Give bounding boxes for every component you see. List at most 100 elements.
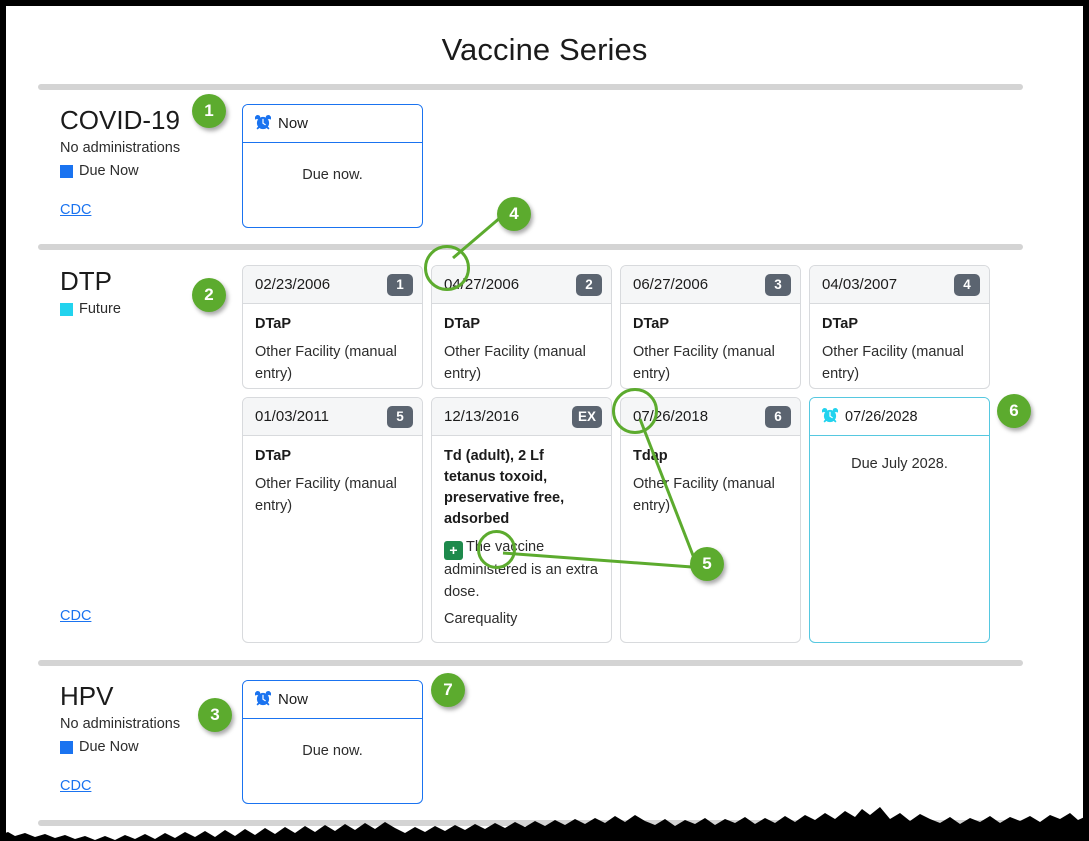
vaccine-name: DTaP	[822, 316, 858, 332]
series-legend: Due Now	[60, 737, 242, 759]
vaccine-name: DTaP	[255, 316, 291, 332]
card-head-label: Now	[278, 691, 309, 708]
series-row-dtp: DTP Future CDC 02/23/2006 1 DTaP Other F…	[6, 250, 1083, 643]
administration-card[interactable]: 04/27/2006 2 DTaP Other Facility (manual…	[431, 265, 612, 389]
legend-swatch-future	[60, 303, 73, 317]
card-body: DTaP Other Facility (manual entry)	[432, 304, 611, 388]
legend-label: Due Now	[79, 162, 139, 179]
card-date: 02/23/2006	[255, 276, 331, 293]
legend-swatch-due-now	[60, 741, 73, 755]
cdc-link[interactable]: CDC	[60, 607, 92, 624]
series-name: COVID-19	[60, 105, 180, 135]
administration-card-extra-dose[interactable]: 12/13/2016 EX Td (adult), 2 Lf tetanus t…	[431, 397, 612, 643]
card-date: 12/13/2016	[444, 408, 520, 425]
administration-card[interactable]: 04/03/2007 4 DTaP Other Facility (manual…	[809, 265, 990, 389]
card-body: DTaP Other Facility (manual entry)	[243, 304, 422, 388]
extra-dose-note-text: The vaccine administered is an extra dos…	[444, 539, 598, 600]
card-header: 07/26/2028	[810, 398, 989, 436]
card-body: Due July 2028.	[810, 436, 989, 642]
cdc-link[interactable]: CDC	[60, 778, 92, 795]
vaccine-facility: Other Facility (manual entry)	[633, 476, 775, 514]
card-header: 02/23/2006 1	[243, 266, 422, 304]
vaccine-name: DTaP	[633, 316, 669, 332]
series-info-hpv: HPV No administrations Due Now CDC	[6, 680, 242, 795]
card-head-label: 07/26/2028	[845, 408, 918, 425]
card-header-left: Now	[254, 114, 309, 134]
alarm-clock-icon	[821, 407, 839, 427]
section-divider-covid19	[38, 244, 1023, 250]
due-text: Due July 2028.	[851, 456, 948, 472]
card-body: Due now.	[243, 719, 422, 803]
series-legend: Future	[60, 299, 242, 321]
card-header: 07/26/2018 6	[621, 398, 800, 436]
series-info-covid19: COVID-19 No administrations Due Now CDC	[6, 104, 242, 219]
series-info-dtp: DTP Future CDC	[6, 265, 242, 625]
series-row-partial	[6, 826, 1083, 841]
card-body: DTaP Other Facility (manual entry)	[243, 436, 422, 642]
legend-label: Due Now	[79, 738, 139, 755]
administration-card[interactable]: 07/26/2018 6 Tdap Other Facility (manual…	[620, 397, 801, 643]
series-name: HPV	[60, 681, 114, 711]
dose-number-badge: 6	[765, 405, 791, 428]
card-date: 04/27/2006	[444, 276, 520, 293]
card-date: 01/03/2011	[255, 408, 329, 425]
card-head-label: Now	[278, 115, 309, 132]
section-divider-top	[38, 84, 1023, 90]
dose-number-badge: 2	[576, 273, 602, 296]
vaccine-facility: Other Facility (manual entry)	[255, 476, 397, 514]
card-body: DTaP Other Facility (manual entry)	[810, 304, 989, 388]
administration-card[interactable]: 02/23/2006 1 DTaP Other Facility (manual…	[242, 265, 423, 389]
due-now-card[interactable]: Now Due now.	[242, 104, 423, 228]
section-divider-dtp	[38, 660, 1023, 666]
series-name: DTP	[60, 266, 112, 296]
card-body: Tdap Other Facility (manual entry)	[621, 436, 800, 642]
alarm-clock-icon	[254, 114, 272, 134]
vaccine-name: Td (adult), 2 Lf tetanus toxoid, preserv…	[444, 448, 565, 528]
cdc-link[interactable]: CDC	[60, 202, 92, 219]
plus-icon: +	[444, 541, 463, 561]
administration-card[interactable]: 01/03/2011 5 DTaP Other Facility (manual…	[242, 397, 423, 643]
card-grid-hpv: Now Due now.	[242, 680, 1083, 804]
dose-number-badge: 5	[387, 405, 413, 428]
extra-dose-badge: EX	[571, 405, 602, 428]
card-grid-covid19: Now Due now.	[242, 104, 1083, 228]
card-body: Due now.	[243, 143, 422, 227]
callout-marker-5: 5	[690, 547, 724, 581]
series-subtitle: No administrations	[60, 139, 181, 156]
card-grid-dtp: 02/23/2006 1 DTaP Other Facility (manual…	[242, 265, 1083, 643]
card-header-left: 07/26/2028	[821, 407, 918, 427]
alarm-clock-icon	[254, 690, 272, 710]
administration-card[interactable]: 06/27/2006 3 DTaP Other Facility (manual…	[620, 265, 801, 389]
vaccine-name: Tdap	[633, 448, 668, 464]
series-row-hpv: HPV No administrations Due Now CDC	[6, 666, 1083, 804]
callout-marker-7: 7	[431, 673, 465, 707]
due-text: Due now.	[302, 167, 363, 183]
vaccine-facility: Other Facility (manual entry)	[822, 344, 964, 382]
card-date: 04/03/2007	[822, 276, 898, 293]
legend-swatch-due-now	[60, 165, 73, 179]
callout-marker-4: 4	[497, 197, 531, 231]
future-dose-card[interactable]: 07/26/2028 Due July 2028.	[809, 397, 990, 643]
card-header: 01/03/2011 5	[243, 398, 422, 436]
card-header: 04/03/2007 4	[810, 266, 989, 304]
card-header: Now	[243, 681, 422, 719]
page-title: Vaccine Series	[441, 32, 648, 67]
due-now-card[interactable]: Now Due now.	[242, 680, 423, 804]
card-header: 12/13/2016 EX	[432, 398, 611, 436]
vaccine-facility: Other Facility (manual entry)	[255, 344, 397, 382]
vaccine-facility: Other Facility (manual entry)	[633, 344, 775, 382]
callout-marker-2: 2	[192, 278, 226, 312]
card-header: 04/27/2006 2	[432, 266, 611, 304]
vaccine-name: DTaP	[444, 316, 480, 332]
callout-marker-1: 1	[192, 94, 226, 128]
card-header-left: Now	[254, 690, 309, 710]
card-header: Now	[243, 105, 422, 143]
record-source: Carequality	[444, 610, 518, 627]
series-legend: Due Now	[60, 161, 242, 183]
vaccine-facility: Other Facility (manual entry)	[444, 344, 586, 382]
callout-marker-3: 3	[198, 698, 232, 732]
card-body: Td (adult), 2 Lf tetanus toxoid, preserv…	[432, 436, 611, 642]
vaccine-name: DTaP	[255, 448, 291, 464]
dose-number-badge: 1	[387, 273, 413, 296]
